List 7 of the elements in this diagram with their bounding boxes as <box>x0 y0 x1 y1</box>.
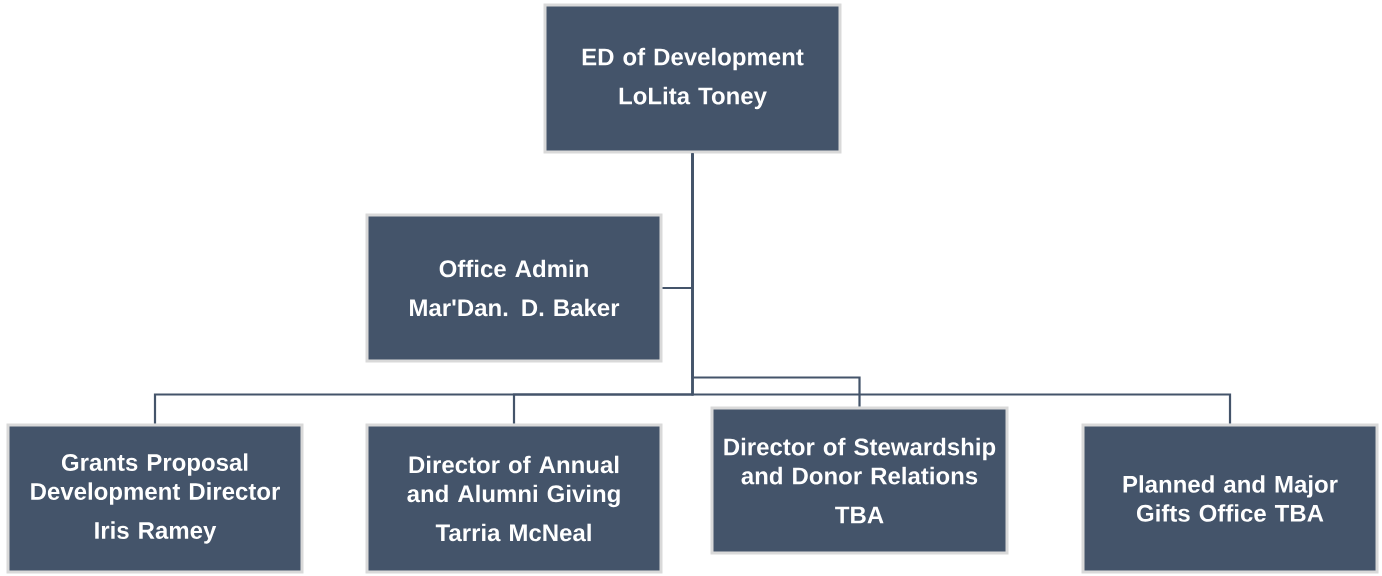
org-box: Planned and Major Gifts Office TBA <box>1081 423 1379 574</box>
connector-line <box>691 153 1232 424</box>
org-box: Director of Stewardship and Donor Relations TBA <box>710 406 1009 555</box>
org-box: ED of Development LoLita Toney <box>543 3 842 154</box>
org-box: Director of Annual and Alumni Giving Tarria McNeal <box>365 423 663 574</box>
org-box: Office Admin Mar'Dan. D. Baker <box>365 213 663 363</box>
org-box: Grants Proposal Development Director Iris Ramey <box>6 423 304 574</box>
